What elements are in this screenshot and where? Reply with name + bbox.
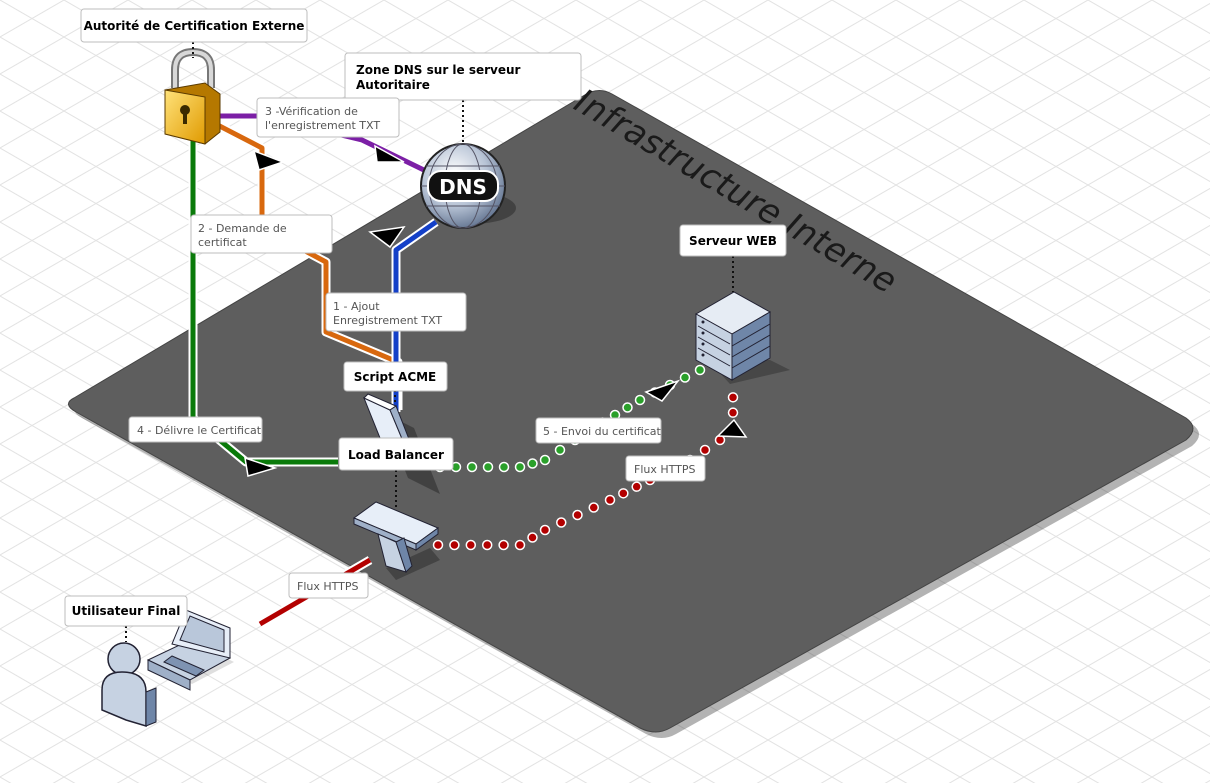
flow-dot (556, 517, 567, 528)
flow-send-line-1: 5 - Envoi du certificat (543, 425, 662, 438)
flow-dot (727, 392, 739, 403)
flow-dot (449, 539, 460, 551)
acme-title: Script ACME (354, 370, 437, 384)
flow-https-internal-line-1: Flux HTTPS (634, 463, 696, 476)
flow-add-txt-line-1: 1 - Ajout (333, 300, 380, 313)
ca-title-box: Autorité de Certification Externe (80, 8, 308, 43)
flow-dot (498, 461, 510, 473)
flow-https-internal-label: Flux HTTPS (625, 455, 706, 482)
flow-verify-label: 3 -Vérification de l'enregistrement TXT (256, 97, 400, 138)
arrowhead-icon (716, 418, 748, 438)
flow-dot (634, 394, 646, 406)
flow-deliver-label: 4 - Délivre le Certificat (128, 416, 263, 443)
flow-deliver-line-1: 4 - Délivre le Certificat (137, 424, 262, 437)
flow-request-line-1: 2 - Demande de (198, 222, 287, 235)
flow-https-user-line-1: Flux HTTPS (297, 580, 359, 593)
flow-dot (481, 539, 493, 551)
flow-send-label: 5 - Envoi du certificat (535, 417, 662, 444)
flow-dot (604, 494, 616, 506)
flow-dot (572, 509, 583, 521)
flow-dot (498, 539, 509, 551)
flow-dot (588, 502, 599, 513)
arrowhead-icon (252, 149, 286, 171)
flow-dot (631, 481, 642, 492)
lb-title: Load Balancer (348, 448, 444, 462)
flow-dot (465, 539, 477, 551)
flow-dot (679, 372, 691, 383)
flow-dot (539, 454, 551, 466)
load-balancer-icon (352, 501, 440, 580)
flow-verify-line-1: 3 -Vérification de (265, 105, 358, 118)
dns-globe-icon: DNS (420, 143, 516, 229)
flow-https-user-label: Flux HTTPS (288, 572, 369, 599)
server-rack-icon (694, 291, 790, 384)
flow-add-txt-line (368, 218, 439, 412)
flow-dot (618, 488, 629, 499)
flow-add-txt-label: 1 - Ajout Enregistrement TXT (325, 292, 467, 332)
flow-dot (694, 364, 706, 376)
flow-dot (514, 461, 526, 473)
acme-title-box: Script ACME (343, 361, 448, 392)
arrowhead-icon (644, 379, 681, 402)
padlock-icon (164, 47, 221, 145)
web-title-box: Serveur WEB (679, 224, 787, 257)
dns-title-line-2: Autoritaire (356, 78, 430, 92)
flow-dot (727, 407, 739, 418)
user-title: Utilisateur Final (72, 604, 181, 618)
flow-dot (514, 539, 526, 551)
flow-dot (699, 444, 711, 456)
web-title: Serveur WEB (689, 234, 777, 248)
flow-request-label: 2 - Demande de certificat (190, 214, 333, 254)
flow-dot (466, 461, 478, 473)
flow-dot (527, 458, 538, 469)
user-title-box: Utilisateur Final (64, 595, 188, 627)
flow-verify-line-2: l'enregistrement TXT (265, 119, 380, 132)
dns-title-line-1: Zone DNS sur le serveur (356, 63, 521, 77)
dns-badge-text: DNS (439, 175, 487, 199)
arrowhead-icon (244, 456, 278, 477)
dns-title-box: Zone DNS sur le serveur Autoritaire (344, 52, 582, 101)
flow-dot (554, 444, 566, 456)
arrowhead-icon (374, 144, 405, 163)
flow-dot (622, 402, 633, 413)
flow-add-txt-line-2: Enregistrement TXT (333, 314, 442, 327)
arrowhead-icon (368, 226, 406, 249)
flow-dot (432, 539, 444, 551)
ca-title: Autorité de Certification Externe (84, 19, 305, 33)
flow-request-line-2: certificat (198, 236, 247, 249)
flow-dot (539, 524, 551, 536)
label-connectors (125, 42, 734, 642)
flow-dot (482, 461, 494, 473)
flow-dot (527, 532, 538, 543)
lb-title-box: Load Balancer (338, 437, 454, 471)
user-laptop-icon (101, 609, 234, 728)
